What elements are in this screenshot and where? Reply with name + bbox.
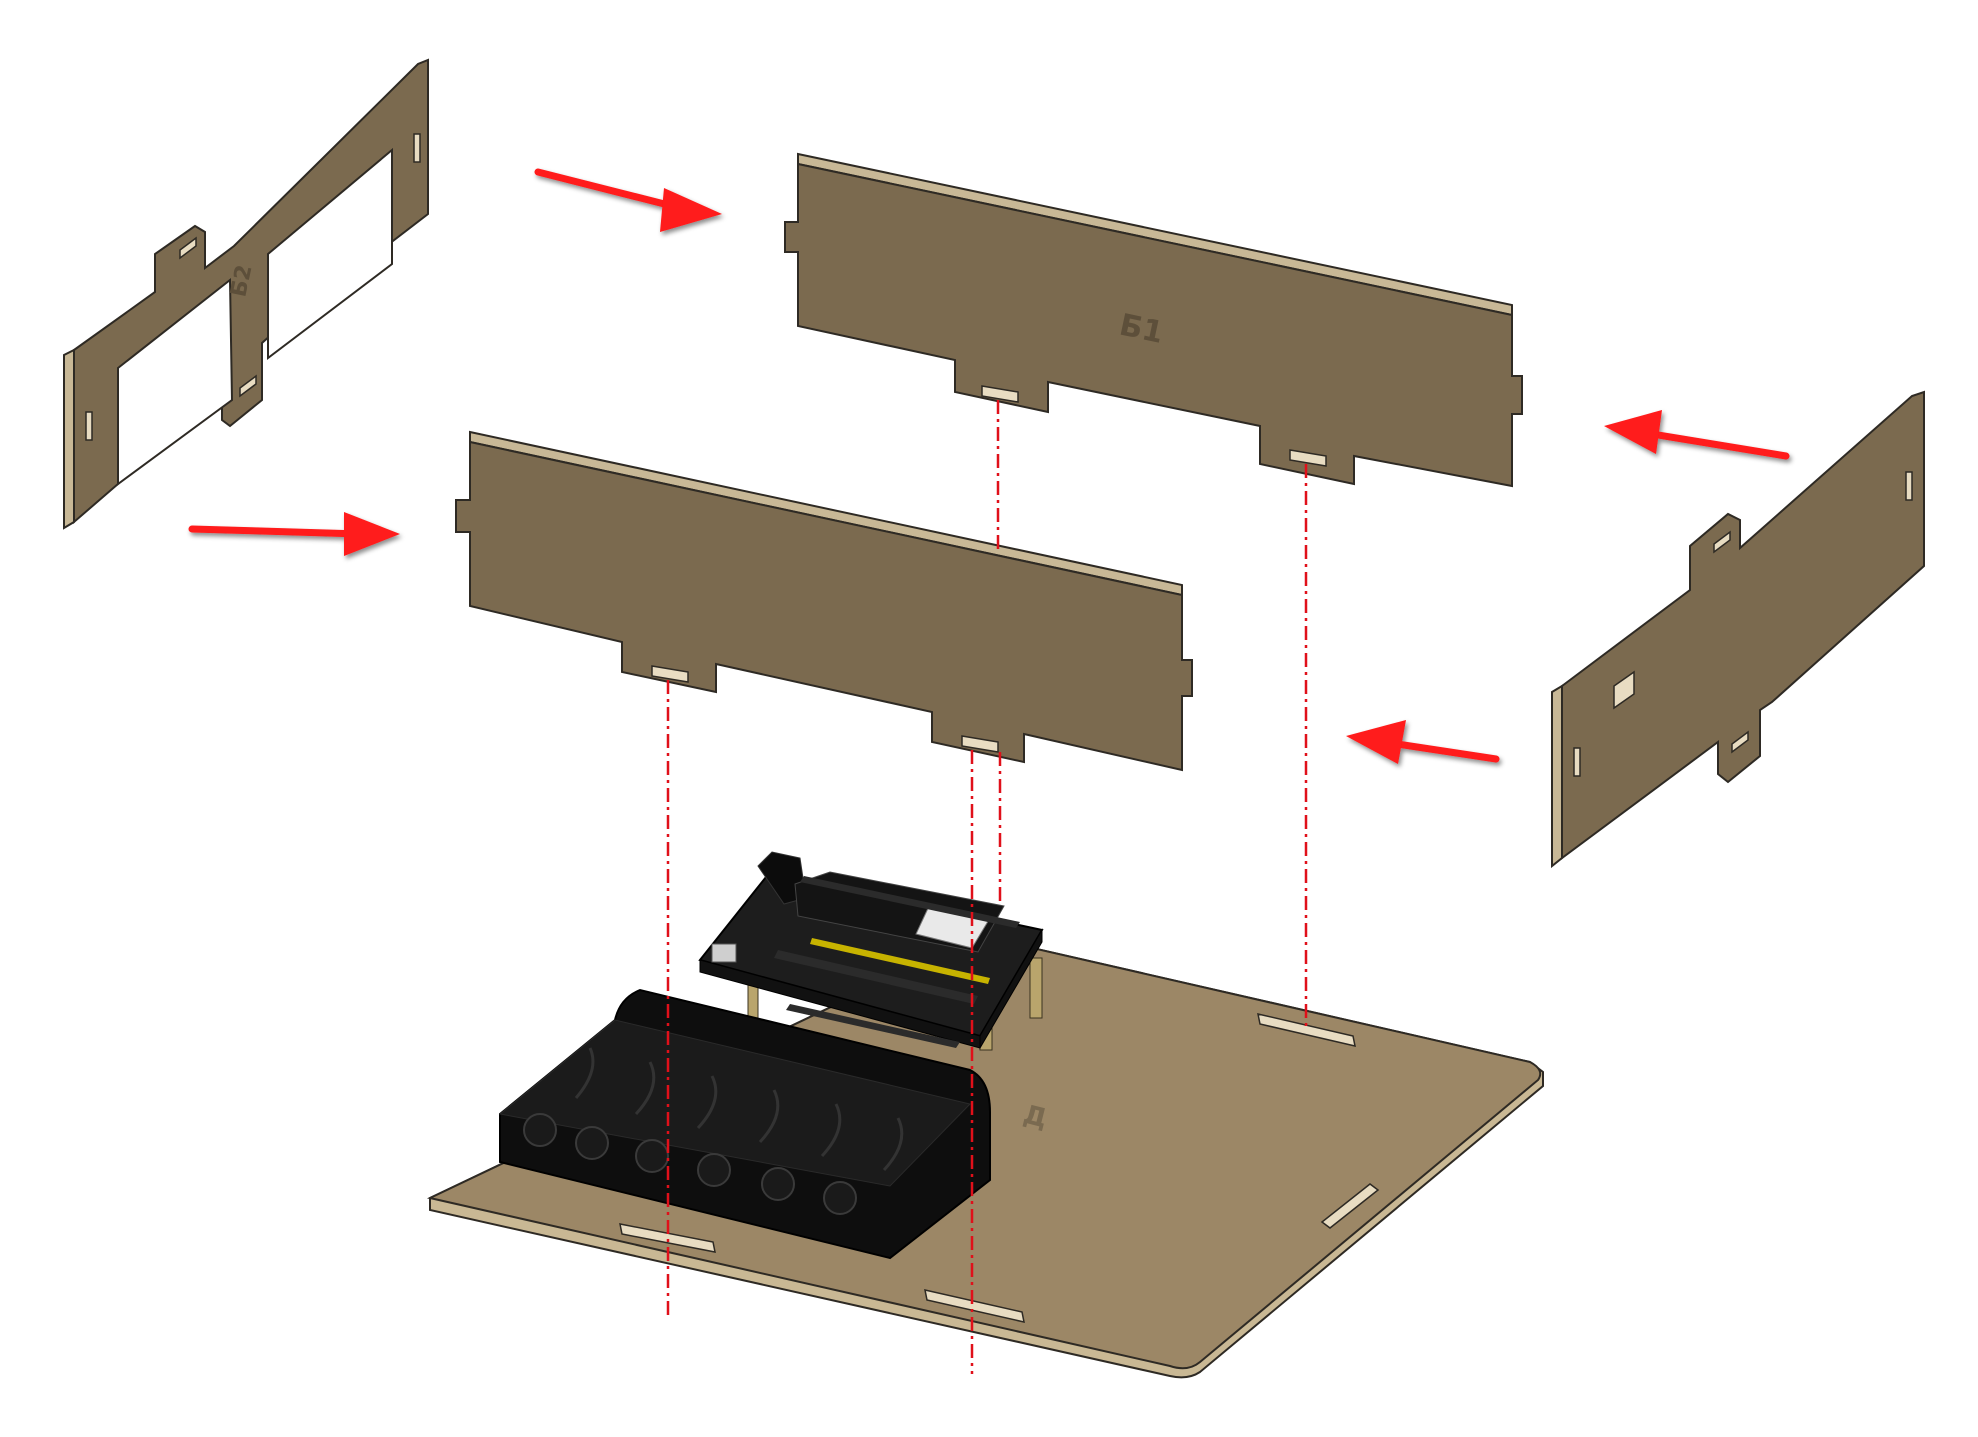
back-panel-slots	[981, 385, 1327, 467]
front-panel	[455, 430, 1193, 772]
battery-cells	[574, 1047, 904, 1172]
left-panel-slots	[85, 133, 421, 441]
arrow-right-panel-upper	[1604, 410, 1790, 460]
right-panel-slots	[1573, 471, 1913, 777]
back-panel: Б1	[784, 152, 1523, 488]
pin-headers	[774, 876, 1020, 1048]
arrow-left-panel	[534, 168, 722, 232]
alignment-guide-lines	[666, 400, 1308, 1374]
battery-holder	[498, 988, 991, 1260]
battery-end-caps	[523, 1113, 857, 1215]
left-panel: Б2	[63, 58, 429, 530]
front-panel-slots	[651, 665, 999, 753]
base-slots	[619, 1013, 1380, 1323]
arrow-right-panel-lower	[1346, 720, 1500, 764]
right-panel	[1551, 390, 1925, 869]
arrow-front-panel	[188, 512, 400, 556]
direction-arrows	[188, 168, 1790, 764]
